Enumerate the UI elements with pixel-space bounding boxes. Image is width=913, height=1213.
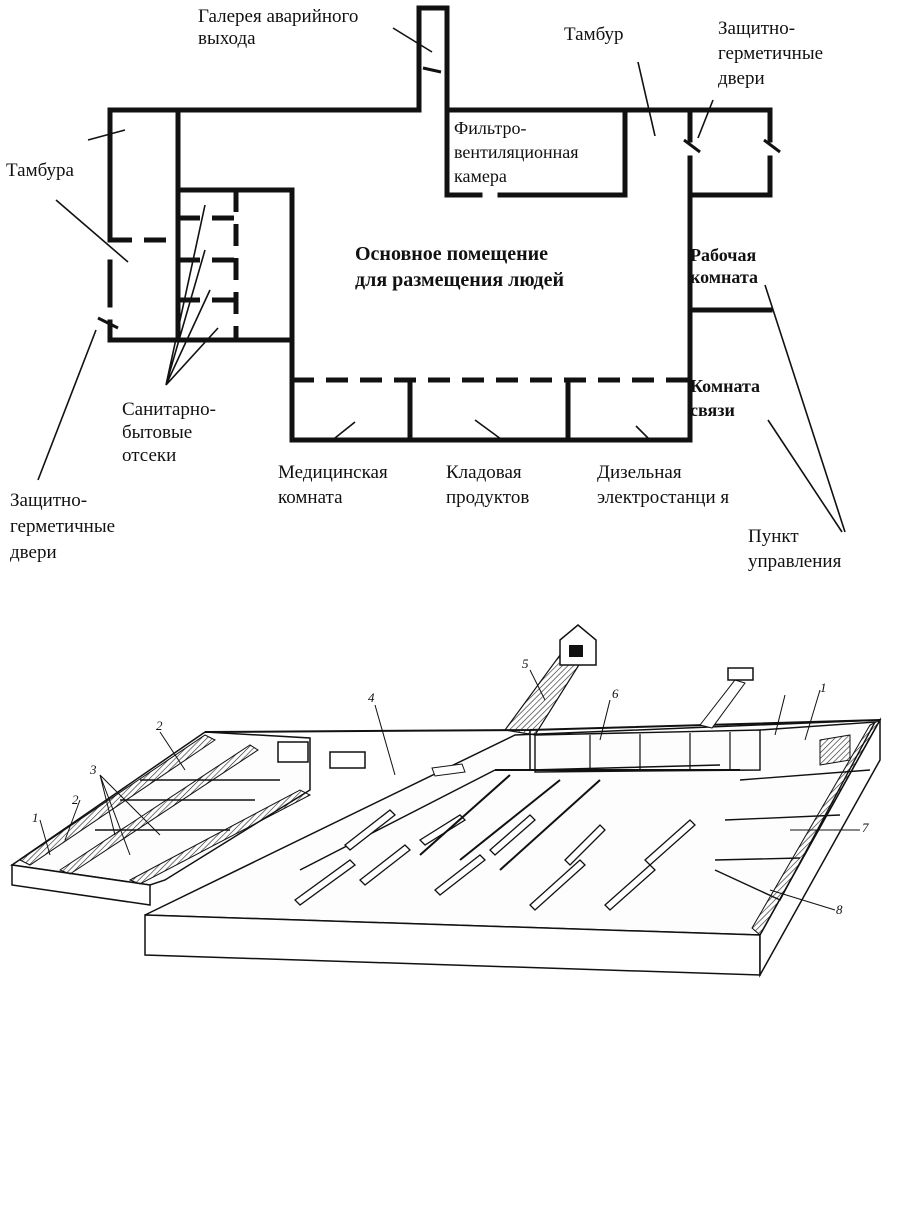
label-vestibules-left: Тамбура bbox=[6, 160, 74, 181]
iso-number-4: 4 bbox=[368, 690, 375, 705]
iso-number-7: 7 bbox=[862, 820, 869, 835]
floor-plan bbox=[37, 5, 846, 533]
iso-number-2-top: 2 bbox=[156, 718, 163, 733]
plan-dashed-walls bbox=[110, 110, 693, 383]
iso-number-6: 6 bbox=[612, 686, 619, 701]
iso-number-3: 3 bbox=[90, 762, 97, 777]
plan-door-marks bbox=[97, 66, 781, 330]
isometric-view bbox=[9, 624, 882, 978]
plan-walls bbox=[107, 5, 773, 443]
plan-leader-lines bbox=[37, 27, 846, 533]
iso-number-1-left: 1 bbox=[32, 810, 39, 825]
iso-number-1-right: 1 bbox=[820, 680, 827, 695]
iso-number-5: 5 bbox=[522, 656, 529, 671]
label-vestibule-top: Тамбур bbox=[564, 24, 624, 45]
iso-number-8: 8 bbox=[836, 902, 843, 917]
iso-benches bbox=[294, 809, 696, 911]
iso-number-2-left: 2 bbox=[72, 792, 79, 807]
